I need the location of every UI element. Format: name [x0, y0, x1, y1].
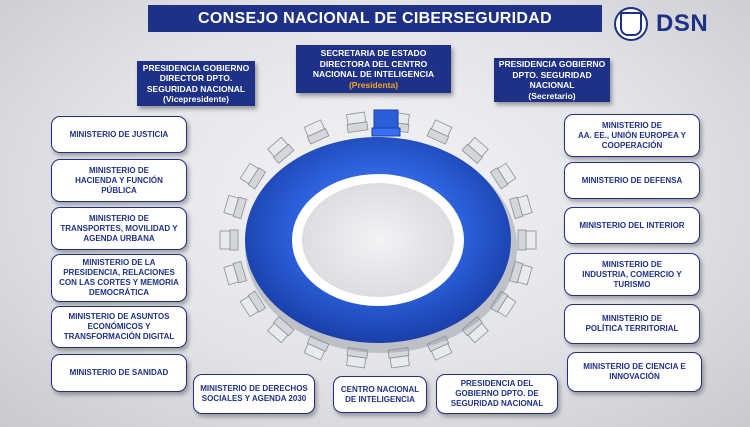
box-line: MINISTERIO DE [88, 213, 149, 223]
box-line: MINISTERIO DE CIENCIA E [583, 362, 686, 371]
box-line: PÚBLICA [101, 185, 137, 195]
box-line: CENTRO NACIONAL [340, 384, 420, 394]
chair [426, 335, 453, 361]
box-role: (Presidenta) [348, 79, 399, 90]
box-line: GOBIERNO DPTO. DE [455, 389, 539, 398]
box-line: AA. EE., UNIÓN EUROPEA Y [577, 130, 687, 140]
chair [239, 162, 267, 190]
coat-of-arms-icon [614, 7, 648, 41]
box-line: PRESIDENCIA, RELACIONES [63, 268, 175, 277]
ministerio-defensa-box: MINISTERIO DE DEFENSA [564, 162, 700, 199]
box-line: HACIENDA Y FUNCIÓN [75, 175, 163, 185]
ministerio-interior-box: MINISTERIO DEL INTERIOR [564, 207, 700, 244]
chair [219, 229, 239, 251]
box-line: MINISTERIO DE [601, 259, 662, 269]
box-line: MINISTERIO DEL INTERIOR [579, 220, 685, 230]
centro-nacional-inteligencia-box: CENTRO NACIONAL DE INTELIGENCIA [333, 376, 427, 413]
box-line: NACIONAL DE INTELIGENCIA [312, 69, 435, 79]
box-line: AGENDA URBANA [83, 233, 155, 243]
table-hole [302, 183, 454, 297]
ministerio-ciencia-box: MINISTERIO DE CIENCIA E INNOVACIÓN [567, 352, 702, 392]
chair [346, 111, 369, 134]
chair [303, 119, 330, 145]
ministerio-hacienda-box: MINISTERIO DE HACIENDA Y FUNCIÓN PÚBLICA [51, 159, 187, 202]
box-line: NACIONAL [529, 80, 575, 90]
box-line: DIRECTOR DPTO. [159, 73, 233, 83]
box-line: MINISTERIO DE SANIDAD [69, 368, 169, 377]
chair [509, 194, 533, 220]
box-line: ECONÓMICOS Y [87, 322, 151, 331]
box-role: (Vicepresidente) [163, 94, 229, 104]
ministerio-transportes-box: MINISTERIO DE TRANSPORTES, MOVILIDAD Y A… [51, 207, 187, 250]
ministerio-asuntos-economicos-box: MINISTERIO DE ASUNTOS ECONÓMICOS Y TRANS… [51, 306, 187, 348]
chair [223, 260, 247, 286]
box-line: COOPERACIÓN [601, 140, 663, 150]
chair [267, 316, 295, 344]
box-line: MINISTERIO DE JUSTICIA [69, 129, 169, 139]
box-line: MINISTERIO DE DERECHOS [200, 384, 308, 393]
box-line: TRANSPORTES, MOVILIDAD Y [60, 223, 178, 233]
chair [267, 136, 295, 164]
box-line: DIRECTORA DEL CENTRO [319, 58, 428, 69]
chair [346, 346, 369, 369]
box-role: (Secretario) [528, 90, 576, 101]
box-line: TURISMO [613, 279, 651, 289]
chair [489, 162, 517, 190]
box-line: MINISTERIO DE ASUNTOS [68, 312, 170, 321]
box-line: MINISTERIO DE [88, 165, 149, 175]
chair [461, 136, 489, 164]
box-line: MINISTERIO DE LA [82, 258, 156, 267]
presidencia-gobierno-dsn-box: PRESIDENCIA DEL GOBIERNO DPTO. DE SEGURI… [436, 374, 558, 414]
chair [223, 194, 247, 220]
chair [489, 290, 517, 318]
box-line: POLÍTICA TERRITORIAL [585, 324, 679, 333]
box-line: SEGURIDAD NACIONAL [450, 399, 544, 408]
ministerio-derechos-sociales-box: MINISTERIO DE DERECHOS SOCIALES Y AGENDA… [193, 374, 315, 414]
box-line: PRESIDENCIA DEL [460, 379, 534, 388]
box-line: MINISTERIO DE [601, 120, 662, 130]
ministerio-exteriores-box: MINISTERIO DE AA. EE., UNIÓN EUROPEA Y C… [564, 114, 700, 157]
box-line: MINISTERIO DE [601, 314, 662, 323]
chair [387, 346, 410, 369]
box-line: CON LAS CORTES Y MEMORIA [59, 278, 179, 287]
chair [426, 119, 453, 145]
page-title: CONSEJO NACIONAL DE CIBERSEGURIDAD [148, 5, 602, 32]
ministerio-presidencia-box: MINISTERIO DE LA PRESIDENCIA, RELACIONES… [51, 254, 187, 302]
box-line: TRANSFORMACIÓN DIGITAL [63, 332, 175, 341]
vicepresidente-box: PRESIDENCIA GOBIERNO DIRECTOR DPTO. SEGU… [137, 61, 255, 106]
secretario-box: PRESIDENCIA GOBIERNO DPTO. SEGURIDAD NAC… [494, 58, 610, 102]
dsn-logo: DSN [614, 6, 742, 42]
box-line: DPTO. SEGURIDAD [512, 69, 592, 80]
box-line: INNOVACIÓN [609, 372, 660, 381]
logo-text: DSN [656, 10, 709, 37]
box-line: MINISTERIO DE DEFENSA [581, 175, 683, 185]
president-chair [371, 109, 401, 137]
chair [517, 229, 537, 251]
ministerio-industria-box: MINISTERIO DE INDUSTRIA, COMERCIO Y TURI… [564, 253, 700, 296]
presidenta-box: SECRETARIA DE ESTADO DIRECTORA DEL CENTR… [296, 45, 451, 93]
box-line: DEMOCRÁTICA [89, 288, 149, 297]
chair [239, 290, 267, 318]
box-line: PRESIDENCIA GOBIERNO [498, 59, 606, 69]
chair [509, 260, 533, 286]
box-line: SOCIALES Y AGENDA 2030 [201, 394, 307, 403]
chair [461, 316, 489, 344]
box-line: SEGURIDAD NACIONAL [146, 83, 246, 94]
chair [303, 335, 330, 361]
ministerio-sanidad-box: MINISTERIO DE SANIDAD [51, 354, 187, 392]
ministerio-politica-territorial-box: MINISTERIO DE POLÍTICA TERRITORIAL [564, 304, 700, 344]
box-line: PRESIDENCIA GOBIERNO [142, 62, 250, 73]
box-line: DE INTELIGENCIA [345, 394, 415, 404]
box-line: INDUSTRIA, COMERCIO Y [582, 269, 682, 279]
ministerio-justicia-box: MINISTERIO DE JUSTICIA [51, 116, 187, 153]
box-line: SECRETARIA DE ESTADO [320, 48, 427, 58]
